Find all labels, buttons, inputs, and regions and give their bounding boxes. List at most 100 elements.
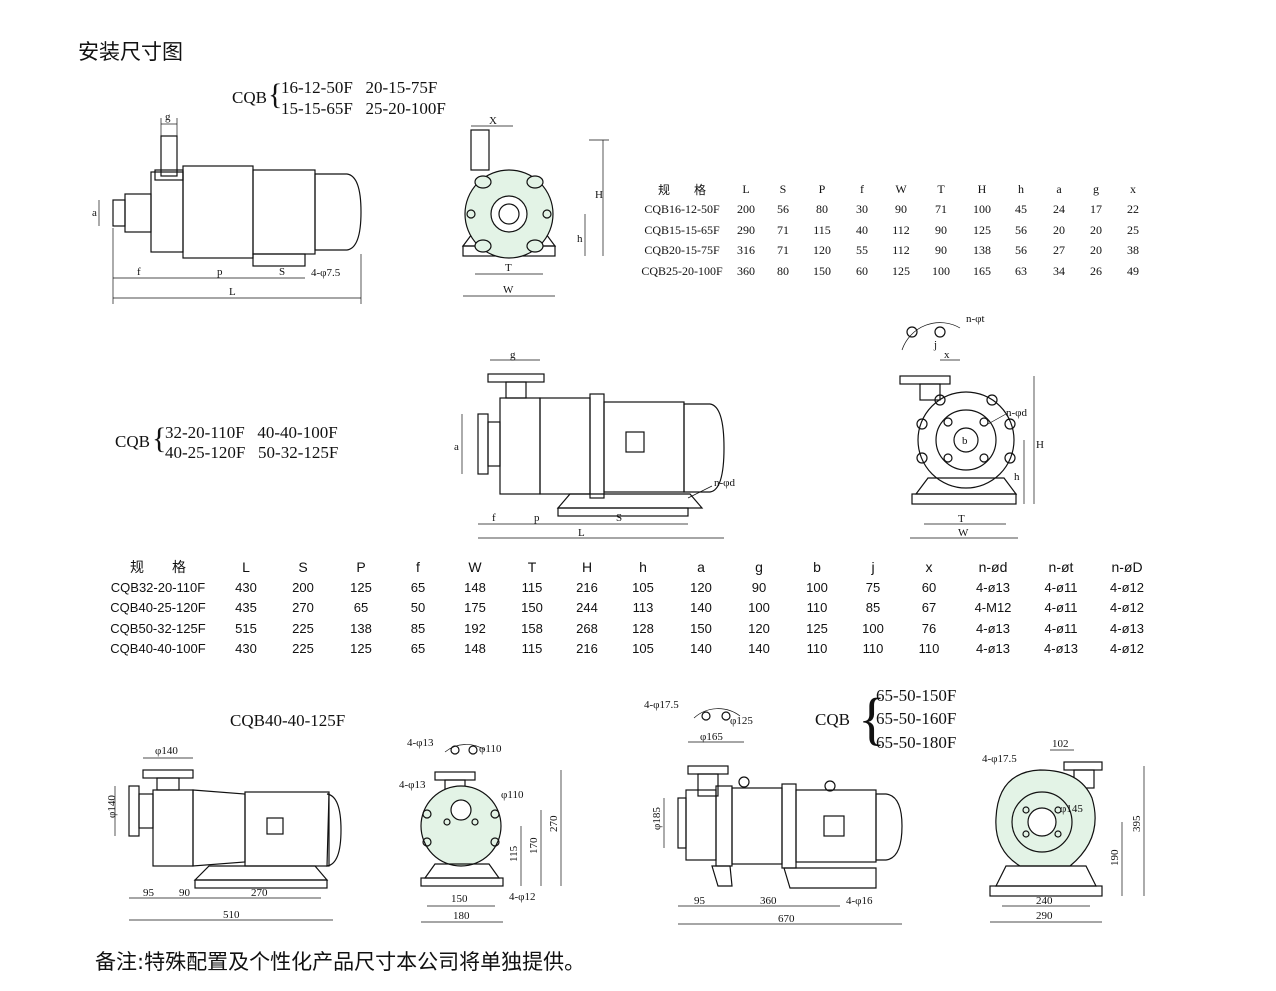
group1-table-cell: 56 [1015, 222, 1027, 237]
group1-table-cell: 24 [1053, 202, 1065, 217]
group1-table-cell: 45 [1015, 202, 1027, 217]
group1-table-cell: 165 [973, 263, 991, 278]
group4-dim-d360: 360 [760, 895, 777, 907]
group1-table-cell: 80 [777, 263, 789, 278]
group4-model-3: 65-50-180F [876, 733, 957, 752]
group2-table-cell: 216 [576, 579, 598, 595]
group2-table-cell: 4-ø13 [1110, 620, 1144, 636]
group2-table-cell: 4-ø11 [1044, 600, 1078, 616]
group1-table-cell: 34 [1053, 263, 1065, 278]
group2-table-cell: 110 [806, 640, 828, 656]
group2-table-cell: 435 [235, 600, 257, 616]
group2-table-cell: 67 [921, 600, 937, 616]
group4-model-1: 65-50-150F [876, 686, 957, 705]
group3-dim-bolt13b: 4-φ13 [399, 779, 426, 791]
group3-dim-d510: 510 [223, 909, 240, 921]
group2-dim-T: T [958, 513, 965, 525]
group2-table-header-cell: x [925, 559, 933, 576]
group1-table-cell: 115 [813, 222, 831, 237]
group2-table-cell: CQB40-25-120F [110, 600, 206, 616]
group3-dim-d270v: 270 [548, 815, 560, 832]
group3-dim-bolt12: 4-φ12 [509, 891, 536, 903]
group4-brace: { [858, 686, 886, 751]
group2-table-cell: 125 [350, 640, 372, 656]
group1-table-cell: 30 [856, 202, 868, 217]
group4-dim-d185: φ185 [651, 807, 663, 830]
group2-table-cell: 125 [806, 620, 828, 636]
group1-models-line2: 15-15-65F 25-20-100F [281, 99, 446, 118]
group2-table-cell: 110 [918, 640, 940, 656]
group1-table-cell: 290 [737, 222, 755, 237]
group2-side-view: g a f p S L n-φd [454, 349, 736, 539]
group2-dim-H: H [1036, 439, 1044, 451]
group2-table-cell: 4-M12 [974, 600, 1012, 616]
group2-dim-L: L [578, 527, 585, 539]
group2-table-cell: 150 [521, 600, 543, 616]
group1-table-cell: 316 [737, 243, 755, 258]
group1-table-cell: 200 [737, 202, 755, 217]
group1-table-cell: 100 [932, 263, 950, 278]
group2-table-cell: 175 [464, 600, 486, 616]
group4-drawing: 4-φ17.5 φ125 φ165 φ185 95 360 4-φ16 670 … [644, 699, 1145, 925]
group1-dim-bolt: 4-φ7.5 [311, 267, 341, 279]
group1-table-cell: 112 [892, 243, 910, 258]
group3-dim-d270: 270 [251, 887, 268, 899]
group2-table-cell: 115 [521, 579, 543, 595]
group2-table-cell: CQB40-40-100F [110, 640, 206, 656]
group3-dim-d110b: φ110 [501, 789, 524, 801]
group2-table-header-cell: 规 格 [130, 559, 186, 576]
group2-table-header-cell: n-øD [1111, 559, 1143, 576]
group2-table-cell: 4-ø12 [1110, 579, 1144, 595]
group1-dim-a: a [92, 207, 97, 219]
group4-dim-bolt16: 4-φ16 [846, 895, 873, 907]
group1-table-header-cell: a [1056, 181, 1062, 196]
footnote: 备注:特殊配置及个性化产品尺寸本公司将单独提供。 [95, 950, 586, 974]
group2-table-cell: 4-ø13 [976, 620, 1010, 636]
group2-table-cell: CQB32-20-110F [110, 579, 206, 595]
group2-dim-f: f [492, 512, 496, 524]
group1-table-cell: 49 [1127, 263, 1139, 278]
group1-table-cell: 56 [777, 202, 789, 217]
group1-table-header-cell: S [779, 181, 787, 196]
group2-table-header-cell: h [639, 559, 647, 576]
group2-table-cell: CQB50-32-125F [110, 620, 206, 636]
group2-table-header-cell: n-øt [1048, 559, 1074, 576]
group1-table-header-cell: L [742, 181, 750, 196]
group1-table-cell: 360 [737, 263, 755, 278]
group1-table-cell: 40 [856, 222, 868, 237]
group2-table-cell: 120 [690, 579, 712, 595]
group1-drawing: g a f p S 4-φ7.5 L X H h T W [92, 111, 609, 304]
group1-table-cell: 38 [1127, 243, 1139, 258]
group1-dim-g: g [165, 111, 171, 123]
group1-table-cell: 120 [813, 243, 831, 258]
group2-table-cell: 100 [806, 579, 828, 595]
group2-dim-h: h [1014, 471, 1020, 483]
group2-dim-nt: n-φt [966, 313, 985, 325]
group4-dim-d125: φ125 [730, 715, 753, 727]
group1-table-cell: 25 [1127, 222, 1139, 237]
group3-dim-d115: 115 [508, 845, 520, 862]
group4-front-view: 4-φ17.5 102 φ145 395 190 240 290 [982, 738, 1145, 923]
group4-dim-d165: φ165 [700, 731, 723, 743]
group3-dim-d140b: φ140 [106, 795, 118, 818]
group1-table-cell: 26 [1090, 263, 1102, 278]
group2-table-header-cell: n-ød [978, 559, 1008, 576]
group2-table-cell: 515 [235, 620, 257, 636]
group1-dim-p: p [217, 266, 223, 278]
group2-table-header-cell: P [356, 559, 366, 576]
group1-table-cell: CQB15-15-65F [644, 222, 720, 237]
group1-dim-L: L [229, 286, 236, 298]
group3-dim-d95: 95 [143, 887, 155, 899]
group1-table-cell: 55 [856, 243, 868, 258]
group1-table-header-cell: g [1093, 181, 1099, 196]
group1-table-header-cell: W [895, 181, 907, 196]
group1-table-cell: 90 [935, 222, 947, 237]
group1-table-cell: CQB16-12-50F [644, 202, 720, 217]
group2-table-cell: 244 [576, 600, 598, 616]
